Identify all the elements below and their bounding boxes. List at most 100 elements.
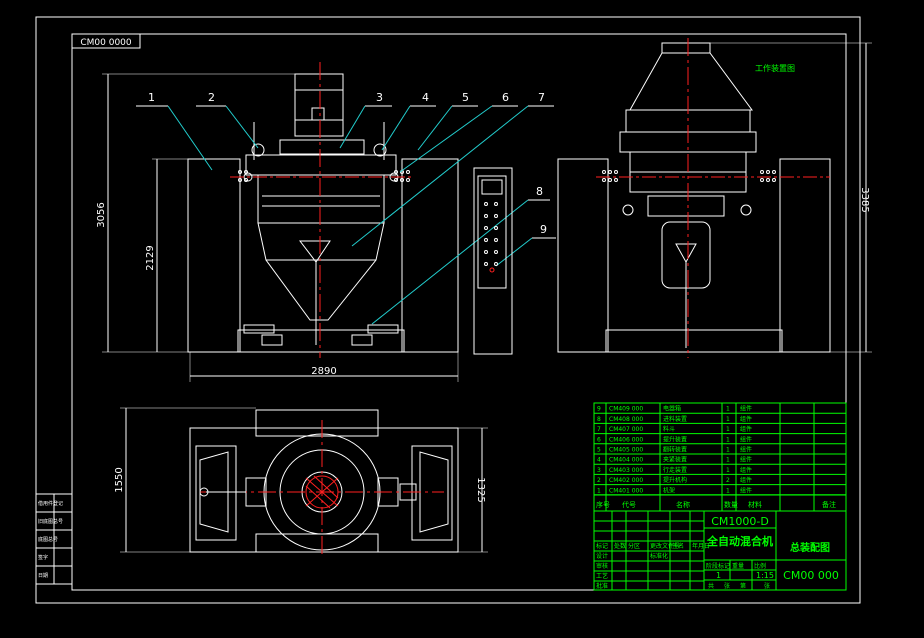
- parts-row-code: CM401 000: [609, 487, 643, 494]
- parts-row-no: 2: [597, 477, 601, 484]
- parts-row-mat: 组件: [740, 446, 752, 454]
- parts-row-no: 6: [597, 436, 601, 443]
- svg-text:批准: 批准: [596, 582, 608, 590]
- parts-row-name: 电器箱: [663, 405, 681, 413]
- title-product-name: 全自动混合机: [706, 534, 773, 548]
- inner-frame: [71, 33, 847, 591]
- balloon-9: 9: [540, 223, 547, 236]
- svg-text:设计: 设计: [596, 552, 608, 560]
- svg-text:标记: 标记: [596, 542, 608, 550]
- parts-row-qty: 2: [726, 477, 730, 484]
- parts-row-mat: 组件: [740, 486, 752, 494]
- side-view-note: 工作装置图: [755, 63, 795, 73]
- svg-text:签名: 签名: [672, 542, 684, 550]
- title-scale: 1:15: [756, 571, 774, 580]
- parts-row-code: CM407 000: [609, 426, 643, 433]
- svg-text:处数: 处数: [614, 542, 626, 550]
- control-box: [473, 167, 513, 355]
- parts-row-no: 4: [597, 457, 601, 464]
- parts-row-name: 提升装置: [663, 435, 687, 443]
- parts-row-no: 5: [597, 447, 601, 454]
- parts-row-mat: 组件: [740, 425, 752, 433]
- balloon-7: 7: [538, 91, 545, 104]
- svg-text:代号: 代号: [622, 500, 636, 509]
- svg-text:旧底图总号: 旧底图总号: [38, 518, 63, 525]
- svg-text:重量: 重量: [732, 562, 744, 570]
- parts-row-mat: 组件: [740, 476, 752, 484]
- parts-row-qty: 1: [726, 406, 730, 413]
- parts-row-mat: 组件: [740, 415, 752, 423]
- parts-row-mat: 组件: [740, 405, 752, 413]
- parts-list: 9 CM409 000 电器箱 1 组件 8 CM408 000 进料装置 1 组件 7 CM407 …: [593, 402, 847, 512]
- parts-row-qty: 1: [726, 436, 730, 443]
- parts-row-code: CM406 000: [609, 436, 643, 443]
- svg-text:借用件登记: 借用件登记: [38, 500, 63, 507]
- parts-list-header: 序号 代号 名称 数量 材料 备注: [594, 494, 846, 509]
- title-quantity: 1: [716, 571, 721, 580]
- parts-row-no: 1: [597, 487, 601, 494]
- title-block: 标记 处数 分区 更改文件号 签名 年月日 设计 审核 工艺 批准 标准化 阶段…: [593, 510, 847, 591]
- parts-row-code: CM404 000: [609, 457, 643, 464]
- plan-view-dimensions: 1550 1325: [114, 407, 488, 553]
- svg-text:第: 第: [740, 582, 746, 590]
- balloon-5: 5: [462, 91, 469, 104]
- parts-row-name: 机架: [663, 486, 675, 494]
- parts-row-name: 进料装置: [663, 415, 687, 423]
- front-view: [187, 62, 459, 358]
- parts-row-code: CM409 000: [609, 406, 643, 413]
- balloon-1: 1: [148, 91, 155, 104]
- title-drawing-name: 总装配图: [790, 541, 830, 554]
- balloon-4: 4: [422, 91, 429, 104]
- parts-row-qty: 1: [726, 447, 730, 454]
- dim-front-height-inner: 2129: [145, 245, 156, 270]
- svg-text:底图总号: 底图总号: [38, 536, 58, 543]
- svg-text:标准化: 标准化: [650, 552, 668, 560]
- svg-text:阶段标记: 阶段标记: [706, 562, 730, 570]
- parts-row-mat: 组件: [740, 466, 752, 474]
- dim-plan-depth-right: 1325: [475, 477, 486, 502]
- left-sidebar-block: 借用件登记 旧底图总号 底图总号 签字 日期: [35, 493, 73, 585]
- svg-text:年月日: 年月日: [692, 542, 710, 550]
- parts-row-mat: 组件: [740, 456, 752, 464]
- svg-text:更改文件号: 更改文件号: [650, 542, 680, 550]
- svg-text:日期: 日期: [38, 573, 48, 579]
- svg-text:工艺: 工艺: [596, 572, 608, 580]
- drawing-number-top: CM00 0000: [80, 38, 132, 48]
- balloon-8: 8: [536, 185, 543, 198]
- title-model: CM1000-D: [711, 515, 769, 528]
- parts-row-qty: 1: [726, 426, 730, 433]
- drawing-number-box: [71, 33, 141, 49]
- parts-row-code: CM408 000: [609, 416, 643, 423]
- parts-row-qty: 1: [726, 457, 730, 464]
- parts-row-no: 8: [597, 416, 601, 423]
- side-view-dimensions: 3385: [710, 42, 872, 353]
- parts-row-qty: 1: [726, 467, 730, 474]
- parts-row-code: CM402 000: [609, 477, 643, 484]
- svg-text:材料: 材料: [748, 500, 762, 509]
- parts-row-mat: 组件: [740, 435, 752, 443]
- balloon-6: 6: [502, 91, 509, 104]
- parts-row-no: 9: [597, 406, 601, 413]
- part-balloons: 1 2 3 4 5 6 7 8 9: [136, 91, 556, 325]
- parts-row-code: CM403 000: [609, 467, 643, 474]
- parts-row-no: 3: [597, 467, 601, 474]
- parts-row-code: CM405 000: [609, 447, 643, 454]
- balloon-2: 2: [208, 91, 215, 104]
- outer-frame: [35, 16, 861, 604]
- svg-text:数量: 数量: [724, 500, 738, 509]
- svg-text:比例: 比例: [754, 562, 766, 570]
- svg-text:审核: 审核: [596, 562, 608, 570]
- svg-text:序号: 序号: [596, 500, 610, 509]
- parts-row-name: 翻转装置: [663, 446, 687, 454]
- parts-row-no: 7: [597, 426, 601, 433]
- parts-row-name: 提升机构: [663, 476, 687, 484]
- plan-view: [189, 409, 459, 556]
- svg-text:张: 张: [764, 582, 770, 590]
- parts-row-name: 料斗: [663, 425, 675, 433]
- side-view: 工作装置图: [557, 38, 831, 358]
- svg-text:张: 张: [724, 582, 730, 590]
- balloon-3: 3: [376, 91, 383, 104]
- parts-row-name: 夹紧装置: [663, 456, 687, 464]
- parts-row-qty: 1: [726, 416, 730, 423]
